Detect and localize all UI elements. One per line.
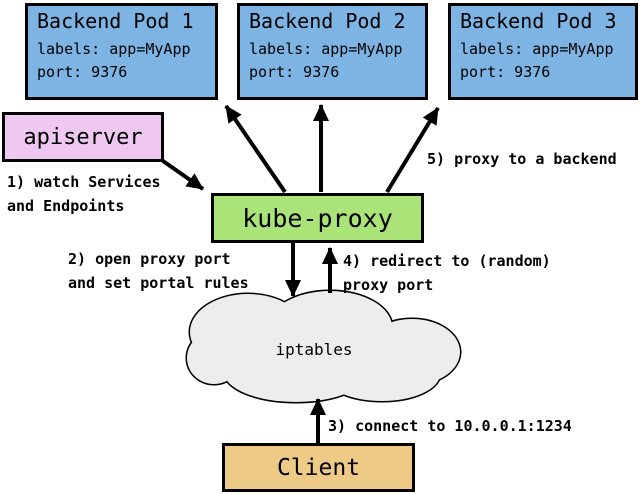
pod-port: port: 9376: [460, 63, 551, 81]
pod-title: Backend Pod 2: [249, 9, 406, 33]
pod-title: Backend Pod 3: [460, 9, 617, 33]
apiserver-label: apiserver: [23, 124, 143, 150]
backend-pod-1-box: Backend Pod 1 labels: app=MyApp port: 93…: [25, 3, 218, 100]
iptables-cloud: [185, 289, 462, 404]
annotation-step4: 4) redirect to (random) proxy port: [343, 249, 551, 297]
annotation-line: 5) proxy to a backend: [427, 150, 617, 168]
client-box: Client: [222, 443, 415, 492]
annotation-line: 2) open proxy port: [68, 250, 231, 268]
pod-port: port: 9376: [249, 63, 340, 81]
pod-port: port: 9376: [37, 63, 128, 81]
annotation-line: 1) watch Services: [7, 173, 161, 191]
backend-pod-2-box: Backend Pod 2 labels: app=MyApp port: 93…: [237, 3, 428, 100]
annotation-line: 4) redirect to (random): [343, 252, 551, 270]
annotation-line: and set portal rules: [68, 274, 249, 292]
kube-proxy-label: kube-proxy: [242, 203, 393, 233]
backend-pod-3-box: Backend Pod 3 labels: app=MyApp port: 93…: [448, 3, 638, 100]
annotation-step5: 5) proxy to a backend: [427, 147, 617, 171]
arrow-apiserver-to-kube-proxy: [161, 159, 205, 191]
annotation-step2: 2) open proxy port and set portal rules: [68, 247, 249, 295]
pod-labels: labels: app=MyApp: [37, 40, 191, 58]
annotation-line: and Endpoints: [7, 197, 125, 215]
iptables-label: iptables: [275, 339, 353, 359]
annotation-line: proxy port: [343, 276, 434, 294]
arrow-kube-proxy-to-pod1: [224, 104, 287, 194]
annotation-line: 3) connect to 10.0.0.1:1234: [328, 417, 572, 435]
client-label: Client: [276, 454, 361, 481]
apiserver-box: apiserver: [2, 112, 164, 162]
kube-proxy-box: kube-proxy: [211, 193, 424, 243]
annotation-step1: 1) watch Services and Endpoints: [7, 170, 161, 218]
pod-labels: labels: app=MyApp: [249, 40, 403, 58]
arrow-kube-proxy-to-pod3: [385, 106, 440, 194]
pod-title: Backend Pod 1: [37, 9, 194, 33]
pod-labels: labels: app=MyApp: [460, 40, 614, 58]
annotation-step3: 3) connect to 10.0.0.1:1234: [328, 414, 572, 438]
